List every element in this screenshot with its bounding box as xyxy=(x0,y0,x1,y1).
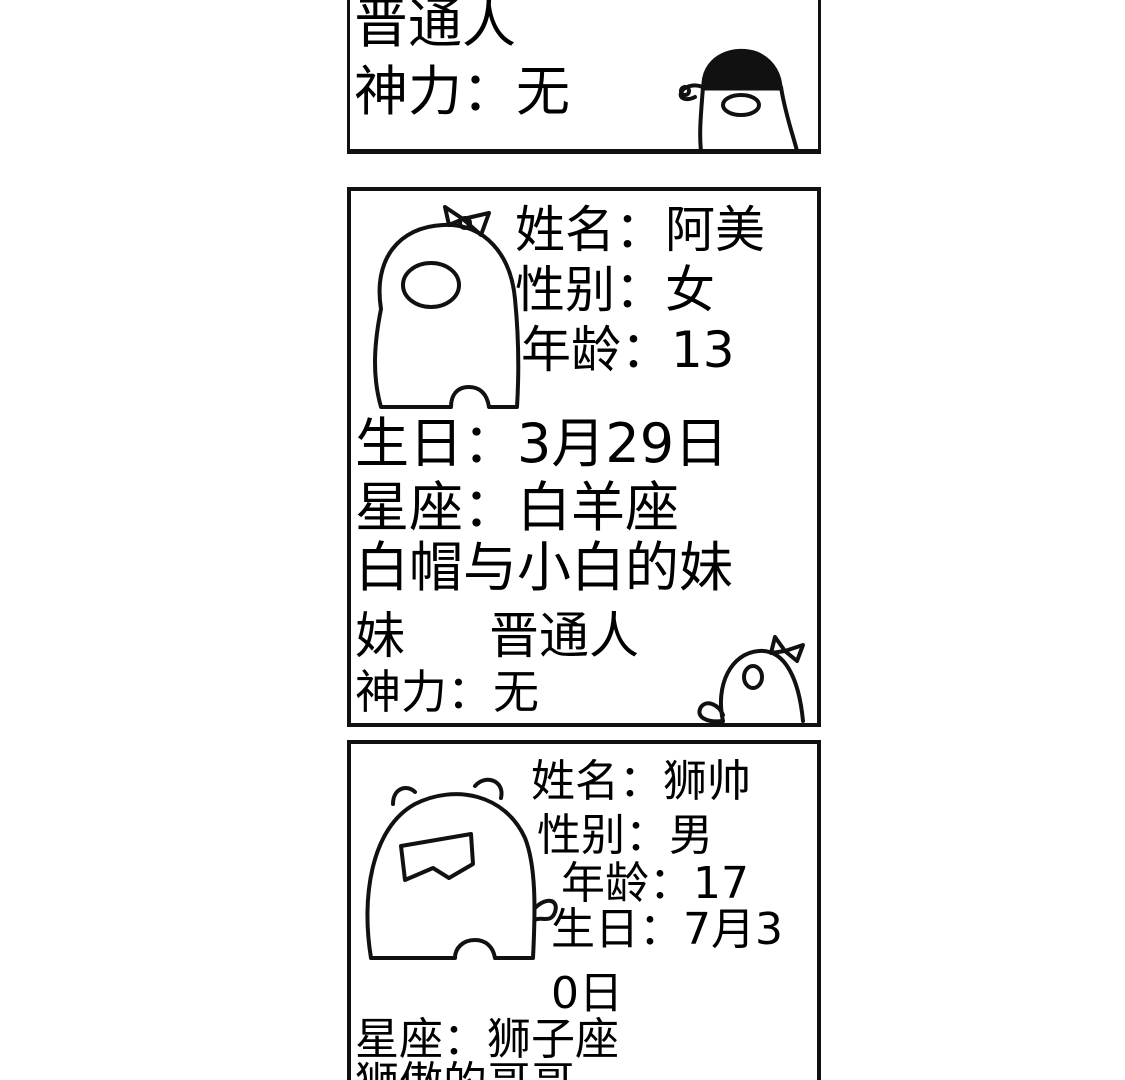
panel1-type-text: 晋通人 xyxy=(354,0,516,55)
profile-panel-3: 姓名：狮帅 性别：男 年龄：17 生日：7月3 0日 星座：狮子座 狮傲的哥哥 xyxy=(347,740,821,1080)
panel3-age-text: 年龄：17 xyxy=(561,858,749,909)
panel2-name-text: 姓名：阿美 xyxy=(515,201,765,259)
profile-panel-1: 晋通人 神力：无 xyxy=(347,0,821,154)
panel2-power-text: 神力：无 xyxy=(355,665,539,719)
panel3-name-text: 姓名：狮帅 xyxy=(531,756,751,807)
panel2-age-text: 年龄：13 xyxy=(521,321,735,379)
bear-character-icon xyxy=(365,777,558,960)
panel2-gender-text: 性别：女 xyxy=(515,261,715,319)
panel3-birthday-text-a: 生日：7月3 xyxy=(551,904,783,955)
capped-character-icon xyxy=(678,48,799,149)
small-bow-character-icon xyxy=(697,635,805,723)
panel3-zodiac-text: 星座：狮子座 xyxy=(355,1014,619,1065)
panel3-gender-text: 性别：男 xyxy=(537,810,713,861)
panel2-relation-text-a: 白帽与小白的妹 xyxy=(355,536,733,599)
panel2-relation-text-b: 妹 xyxy=(355,607,405,665)
panel2-type-text: 晋通人 xyxy=(489,607,639,665)
panel3-birthday-text-b: 0日 xyxy=(551,968,623,1019)
profile-panel-2: 姓名：阿美 性别：女 年龄：13 生日：3月29日 星座：白羊座 白帽与小白的妹… xyxy=(347,187,821,727)
bow-character-icon xyxy=(373,205,521,409)
panel2-birthday-text: 生日：3月29日 xyxy=(355,412,729,475)
panel3-relation-text: 狮傲的哥哥 xyxy=(355,1062,575,1080)
panel2-zodiac-text: 星座：白羊座 xyxy=(355,476,679,539)
panel1-power-text: 神力：无 xyxy=(354,60,570,123)
